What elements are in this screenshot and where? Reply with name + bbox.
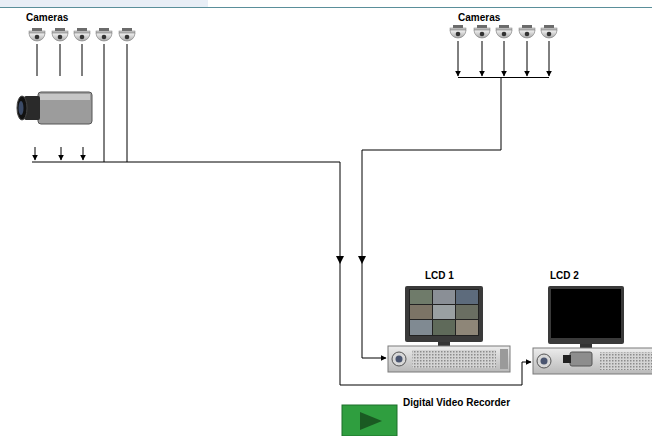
dome-camera xyxy=(450,25,466,38)
dome-camera xyxy=(52,28,68,41)
node-label: Cameras xyxy=(458,12,560,24)
device-group: LCD 1 xyxy=(386,264,512,374)
device-group: LCD 2 xyxy=(531,264,652,376)
dome-camera xyxy=(96,28,112,41)
header-rule xyxy=(0,7,652,8)
camera-wires xyxy=(458,41,549,78)
device-label: Digital Video Recorder xyxy=(403,397,510,409)
device-group: Cameras xyxy=(450,10,560,78)
dome-camera xyxy=(29,28,45,41)
node-label: LCD 1 xyxy=(425,270,512,282)
node-label: Cameras xyxy=(26,12,140,24)
dvr-unit xyxy=(388,346,510,372)
video-cable xyxy=(140,162,531,385)
box-camera xyxy=(17,92,92,124)
camera-wires xyxy=(32,44,140,162)
lcd-monitor xyxy=(405,286,483,346)
device-group: Cameras xyxy=(10,10,140,162)
dome-camera xyxy=(496,25,512,38)
play-icon xyxy=(342,405,397,436)
dvr-unit xyxy=(533,348,652,374)
node-label: LCD 2 xyxy=(550,270,652,282)
dome-camera xyxy=(541,25,557,38)
dome-camera xyxy=(119,28,135,41)
dome-camera xyxy=(74,28,90,41)
header-bar xyxy=(0,0,208,7)
lcd-monitor xyxy=(548,286,624,348)
video-cable xyxy=(362,78,501,358)
dome-camera xyxy=(474,25,490,38)
dome-camera xyxy=(519,25,535,38)
